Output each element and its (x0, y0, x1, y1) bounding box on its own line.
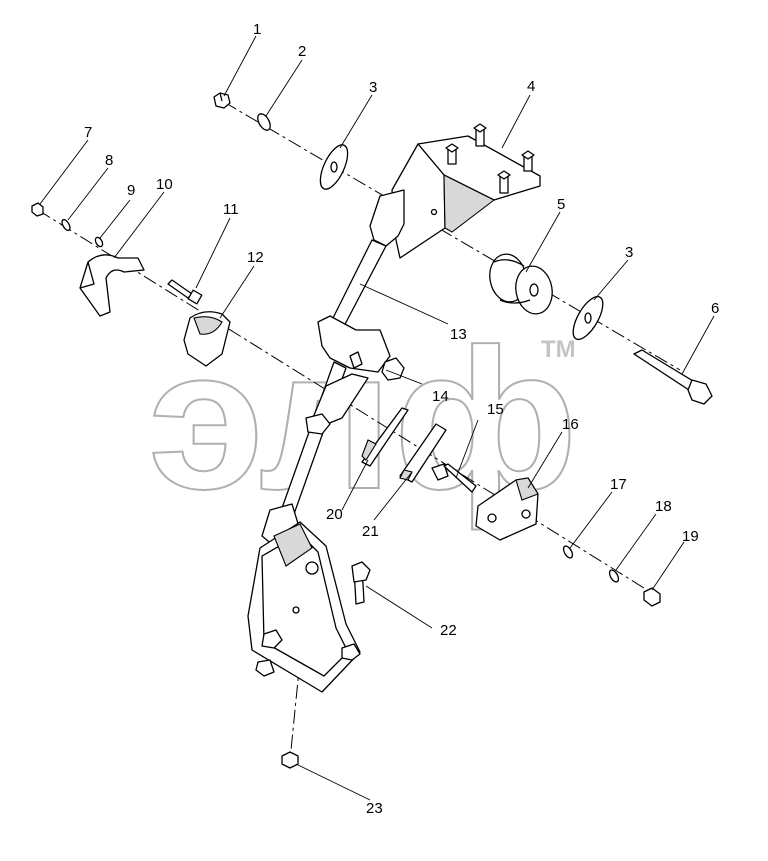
leader-lines (39, 35, 715, 801)
callout-2: 2 (298, 43, 306, 60)
part-lower-bracket-16 (475, 477, 539, 541)
callout-12: 12 (247, 249, 264, 266)
callout-22: 22 (440, 622, 457, 639)
part-shim-20 (361, 407, 409, 467)
callout-3-right: 3 (625, 244, 633, 261)
callout-9: 9 (127, 182, 135, 199)
part-slotted-plate-21 (399, 423, 447, 483)
callout-labels: 1 2 3 4 5 3 6 7 8 9 10 11 12 13 14 15 16… (84, 21, 719, 817)
callout-7: 7 (84, 124, 92, 141)
part-rubber-mount-5 (489, 253, 553, 315)
part-washer-17 (562, 545, 574, 559)
watermark-tm: TM (541, 336, 576, 363)
part-nut-7 (31, 202, 44, 217)
callout-18: 18 (655, 498, 672, 515)
part-washer-2 (257, 113, 271, 131)
callout-13: 13 (450, 326, 467, 343)
part-clamp-10 (79, 254, 145, 317)
callout-16: 16 (562, 416, 579, 433)
part-lock-washer-9 (94, 236, 104, 248)
callout-11: 11 (223, 201, 239, 218)
callout-3-top: 3 (369, 79, 377, 96)
callout-4: 4 (527, 78, 535, 95)
callout-6: 6 (711, 300, 719, 317)
callout-15: 15 (487, 401, 504, 418)
part-nut-19 (643, 587, 661, 607)
callout-23: 23 (366, 800, 383, 817)
callout-21: 21 (362, 523, 379, 540)
part-long-bolt-6 (633, 349, 713, 405)
callout-17: 17 (610, 476, 627, 493)
callout-19: 19 (682, 528, 699, 545)
part-washer-8 (61, 218, 71, 232)
part-large-washer-3b (572, 295, 604, 341)
part-upper-bracket-4 (391, 123, 541, 259)
part-clamp-12 (183, 311, 231, 367)
part-lower-frame (247, 521, 371, 693)
callout-8: 8 (105, 152, 113, 169)
callout-1: 1 (253, 21, 261, 38)
callout-14: 14 (432, 388, 449, 405)
part-washer-18 (608, 569, 620, 583)
callout-20: 20 (326, 506, 343, 523)
part-bolt-11 (167, 279, 203, 305)
center-lines (37, 101, 681, 761)
part-nut-23 (281, 751, 299, 769)
part-pivot-bracket-14 (305, 351, 405, 435)
part-nut-1 (213, 92, 231, 109)
callout-5: 5 (557, 196, 565, 213)
part-bolt-15 (431, 463, 477, 493)
part-large-washer-3a (319, 144, 349, 190)
callout-10: 10 (156, 176, 173, 193)
